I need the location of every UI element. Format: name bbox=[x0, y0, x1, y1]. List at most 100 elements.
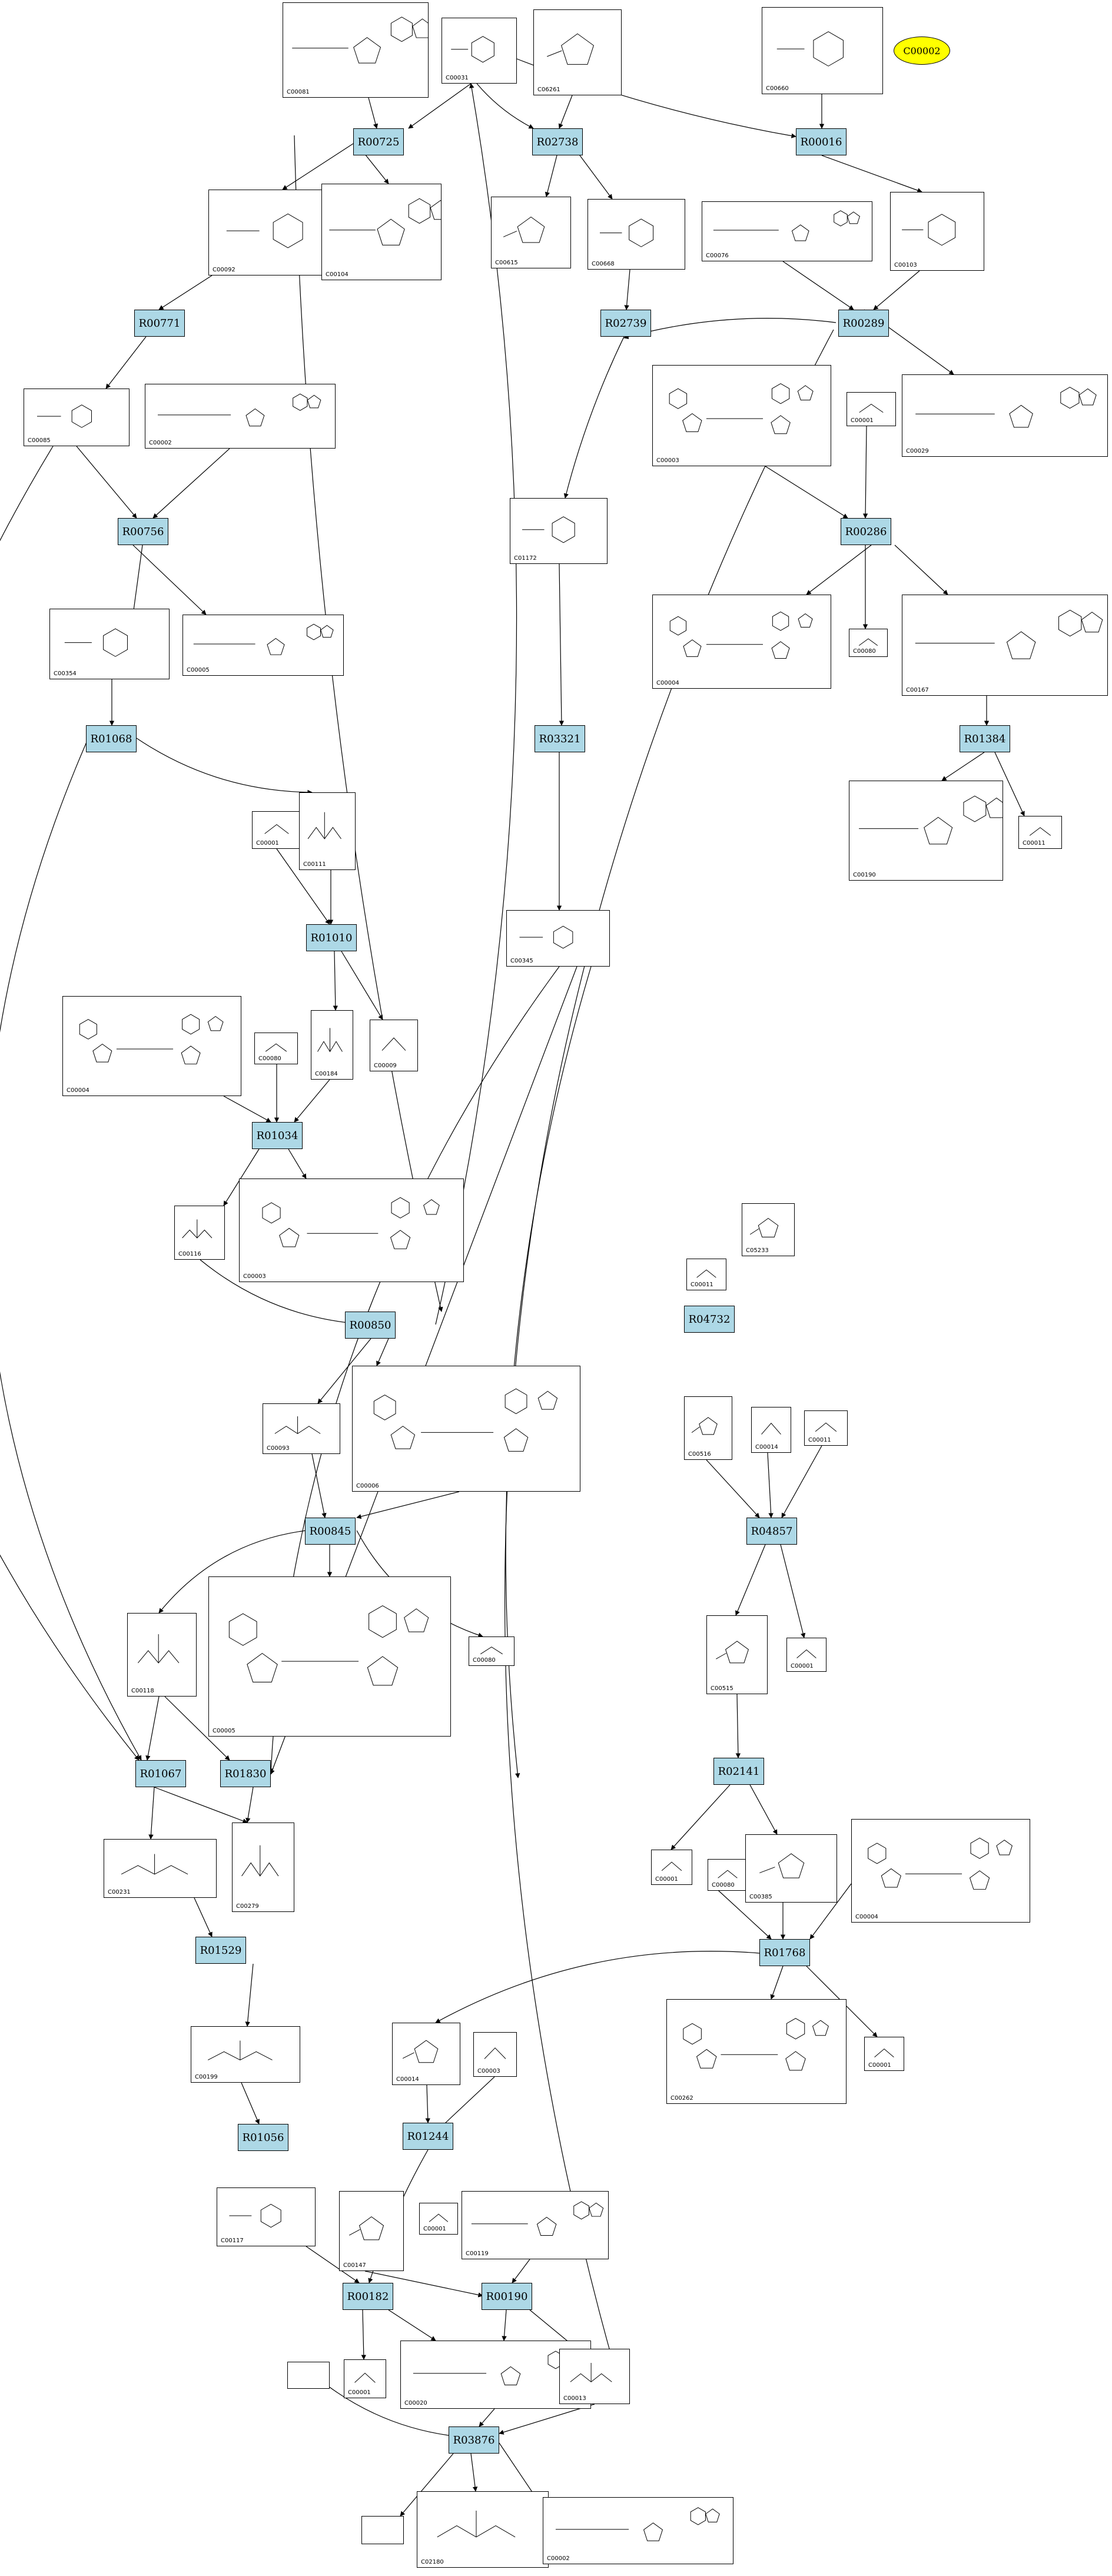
compound-node[interactable]: C00117 bbox=[217, 2187, 316, 2246]
reaction-node[interactable]: R00190 bbox=[482, 2283, 532, 2310]
reaction-edge bbox=[435, 1951, 760, 2023]
compound-node[interactable]: C02180 bbox=[417, 2491, 549, 2568]
reaction-node[interactable]: R01067 bbox=[135, 1760, 186, 1787]
compound-id-label: C00080 bbox=[258, 1055, 281, 1062]
reaction-node[interactable]: R03876 bbox=[449, 2426, 499, 2454]
compound-node[interactable]: C00118 bbox=[127, 1613, 197, 1697]
reaction-node[interactable]: R01056 bbox=[238, 2124, 288, 2151]
compound-node[interactable]: C01172 bbox=[510, 498, 608, 564]
compound-node[interactable]: C00615 bbox=[491, 197, 571, 268]
compound-node[interactable]: C00111 bbox=[299, 792, 356, 870]
compound-node[interactable]: C00184 bbox=[311, 1010, 353, 1080]
reaction-node[interactable]: R00756 bbox=[118, 518, 168, 545]
compound-node[interactable]: C00003 bbox=[652, 365, 831, 466]
reaction-node[interactable]: R00725 bbox=[353, 128, 404, 155]
compound-node[interactable]: C00167 bbox=[902, 595, 1108, 696]
compound-id-label: C00080 bbox=[473, 1657, 496, 1664]
reaction-node[interactable]: R02738 bbox=[532, 128, 583, 155]
reaction-node[interactable]: R00850 bbox=[345, 1312, 396, 1339]
compound-node[interactable]: C00103 bbox=[890, 192, 984, 271]
compound-node[interactable]: C00001 bbox=[419, 2203, 458, 2235]
compound-node[interactable]: C00231 bbox=[104, 1839, 217, 1898]
reaction-node[interactable]: R02141 bbox=[713, 1758, 764, 1785]
compound-node[interactable]: C00262 bbox=[666, 1999, 847, 2104]
reaction-edge bbox=[294, 1079, 330, 1123]
compound-node[interactable]: C00080 bbox=[849, 629, 888, 657]
compound-node[interactable]: C00660 bbox=[762, 7, 883, 94]
reaction-node[interactable]: R04732 bbox=[684, 1306, 735, 1333]
compound-node[interactable]: C00014 bbox=[751, 1407, 791, 1453]
compound-node[interactable]: C00003 bbox=[473, 2032, 517, 2077]
reaction-node[interactable]: R00286 bbox=[841, 518, 891, 545]
compound-node[interactable]: C00001 bbox=[847, 392, 896, 426]
structure-drawing bbox=[264, 824, 289, 834]
compound-node[interactable]: C00081 bbox=[283, 2, 429, 98]
reaction-node[interactable]: R00771 bbox=[134, 310, 185, 337]
reaction-node[interactable]: R00016 bbox=[796, 128, 847, 155]
compound-node[interactable]: C00031 bbox=[442, 18, 517, 84]
compound-node[interactable]: C00005 bbox=[208, 1576, 451, 1737]
compound-node[interactable]: C00014 bbox=[392, 2023, 460, 2085]
compound-node[interactable]: C00029 bbox=[902, 374, 1108, 457]
compound-node[interactable]: C00354 bbox=[49, 609, 170, 679]
compound-node[interactable]: C00011 bbox=[1018, 816, 1062, 849]
compound-node[interactable]: C00004 bbox=[851, 1819, 1030, 1923]
reaction-node[interactable]: R00845 bbox=[305, 1518, 356, 1545]
reaction-node[interactable]: R01010 bbox=[306, 924, 357, 951]
compound-node[interactable]: C00001 bbox=[786, 1638, 826, 1672]
empty-compound-node[interactable] bbox=[287, 2362, 330, 2389]
compound-node[interactable]: C00515 bbox=[706, 1615, 768, 1694]
compound-node[interactable]: C00516 bbox=[684, 1396, 732, 1460]
compound-node[interactable]: C00119 bbox=[462, 2191, 609, 2259]
compound-node[interactable]: C00345 bbox=[506, 910, 610, 967]
reaction-node[interactable]: R01384 bbox=[960, 725, 1010, 752]
compound-node[interactable]: C00001 bbox=[864, 2037, 904, 2071]
reaction-node[interactable]: R01830 bbox=[220, 1760, 271, 1787]
compound-node[interactable]: C00001 bbox=[344, 2359, 386, 2398]
compound-node[interactable]: C00001 bbox=[252, 811, 301, 849]
reaction-node[interactable]: R00289 bbox=[838, 310, 889, 337]
compound-node[interactable]: C00116 bbox=[174, 1206, 225, 1260]
reaction-node[interactable]: R01034 bbox=[252, 1122, 303, 1149]
compound-node[interactable]: C00002 bbox=[543, 2497, 733, 2564]
reaction-node[interactable]: R04857 bbox=[746, 1518, 797, 1545]
compound-node[interactable]: C00005 bbox=[182, 615, 344, 676]
compound-node[interactable]: C00279 bbox=[232, 1823, 294, 1912]
compound-node[interactable]: C00093 bbox=[263, 1403, 340, 1454]
empty-compound-node[interactable] bbox=[361, 2516, 404, 2544]
reaction-edge bbox=[154, 1787, 248, 1824]
reaction-node[interactable]: R01768 bbox=[759, 1939, 810, 1966]
reaction-node[interactable]: R01529 bbox=[195, 1937, 246, 1964]
compound-node[interactable]: C00147 bbox=[339, 2191, 404, 2271]
compound-node[interactable]: C00385 bbox=[745, 1834, 837, 1903]
compound-node[interactable]: C00004 bbox=[62, 996, 241, 1096]
compound-node[interactable]: C06261 bbox=[533, 9, 622, 95]
compound-node[interactable]: C00002 bbox=[145, 384, 336, 449]
reaction-edge bbox=[282, 143, 354, 190]
reaction-node[interactable]: R02739 bbox=[600, 310, 651, 337]
compound-node[interactable]: C00080 bbox=[708, 1859, 748, 1891]
reaction-node[interactable]: R00182 bbox=[343, 2283, 393, 2310]
compound-node[interactable]: C00013 bbox=[559, 2349, 630, 2404]
compound-node[interactable]: C00104 bbox=[321, 184, 442, 280]
compound-node[interactable]: C00668 bbox=[587, 199, 685, 270]
compound-node[interactable]: C00009 bbox=[370, 1020, 418, 1071]
compound-node[interactable]: C00001 bbox=[651, 1850, 692, 1885]
compound-node[interactable]: C00011 bbox=[686, 1259, 726, 1290]
compound-node[interactable]: C00080 bbox=[469, 1636, 514, 1666]
compound-node[interactable]: C00004 bbox=[652, 595, 831, 689]
compound-node[interactable]: C00011 bbox=[804, 1410, 848, 1446]
compound-node[interactable]: C00076 bbox=[702, 201, 872, 261]
reaction-node[interactable]: R01068 bbox=[86, 725, 137, 752]
compound-node[interactable]: C00006 bbox=[352, 1366, 580, 1492]
compound-node[interactable]: C00190 bbox=[849, 781, 1003, 881]
compound-node[interactable]: C00080 bbox=[254, 1033, 298, 1064]
reaction-node[interactable]: R03321 bbox=[535, 725, 585, 752]
reaction-node[interactable]: R01244 bbox=[403, 2123, 453, 2150]
compound-node[interactable]: C00199 bbox=[191, 2026, 300, 2083]
compound-id-label: C00111 bbox=[303, 861, 326, 868]
highlight-node[interactable]: C00002 bbox=[894, 36, 950, 65]
compound-node[interactable]: C00003 bbox=[239, 1179, 464, 1282]
compound-node[interactable]: C05233 bbox=[742, 1203, 795, 1256]
compound-node[interactable]: C00085 bbox=[24, 389, 130, 446]
